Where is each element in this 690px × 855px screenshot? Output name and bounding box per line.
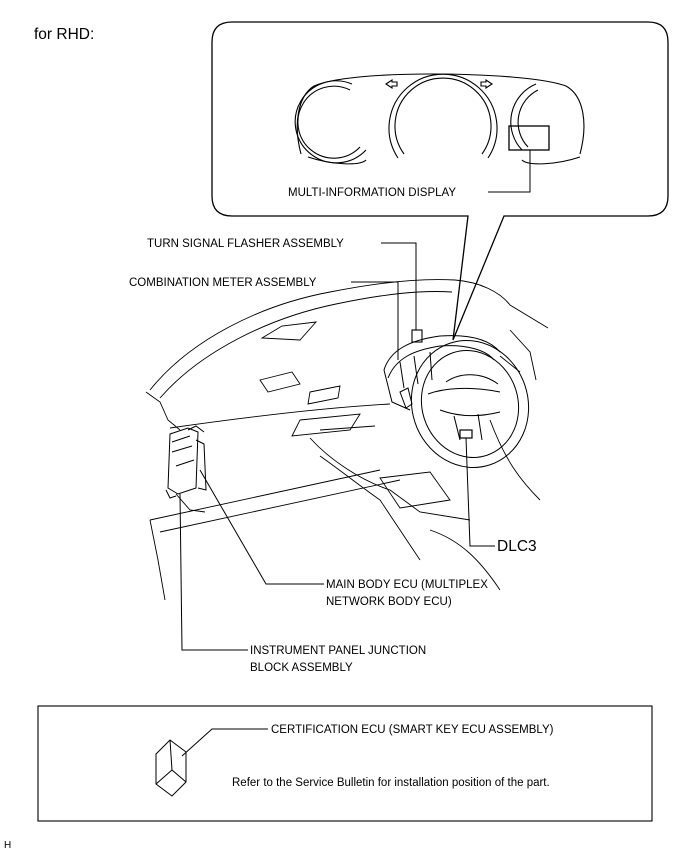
leader-certification-ecu [181, 728, 268, 757]
dlc3-connector-part [459, 429, 473, 439]
label-main-body-ecu-line2: NETWORK BODY ECU) [326, 596, 452, 608]
meter-callout-bubble [211, 21, 669, 341]
heading-for-rhd: for RHD: [34, 26, 94, 43]
certification-ecu-part [155, 739, 187, 797]
leader-lines [179, 242, 495, 651]
label-combination-meter: COMBINATION METER ASSEMBLY [129, 277, 317, 289]
combination-meter-closeup [294, 73, 585, 165]
label-multi-information-display: MULTI-INFORMATION DISPLAY [288, 187, 456, 199]
steering-wheel [410, 340, 530, 468]
label-instrument-panel-jb-line2: BLOCK ASSEMBLY [250, 662, 353, 674]
corner-mark: H [4, 840, 11, 851]
main-body-ecu-part [187, 425, 207, 491]
instrument-panel-jb-part [165, 427, 199, 499]
label-dlc3: DLC3 [497, 538, 537, 555]
label-instrument-panel-jb-line1: INSTRUMENT PANEL JUNCTION [250, 645, 426, 657]
label-certification-ecu: CERTIFICATION ECU (SMART KEY ECU ASSEMBL… [271, 724, 554, 736]
turn-signal-flasher-part [411, 329, 423, 343]
dashboard-illustration [145, 279, 549, 601]
multi-information-display-box [508, 125, 550, 151]
legend-box [37, 705, 653, 822]
label-turn-signal-flasher: TURN SIGNAL FLASHER ASSEMBLY [147, 238, 344, 250]
label-main-body-ecu-line1: MAIN BODY ECU (MULTIPLEX [326, 579, 488, 591]
legend-note: Refer to the Service Bulletin for instal… [232, 777, 550, 789]
leader-multi-info-display [488, 150, 531, 193]
combination-meter-on-dash [383, 335, 501, 411]
